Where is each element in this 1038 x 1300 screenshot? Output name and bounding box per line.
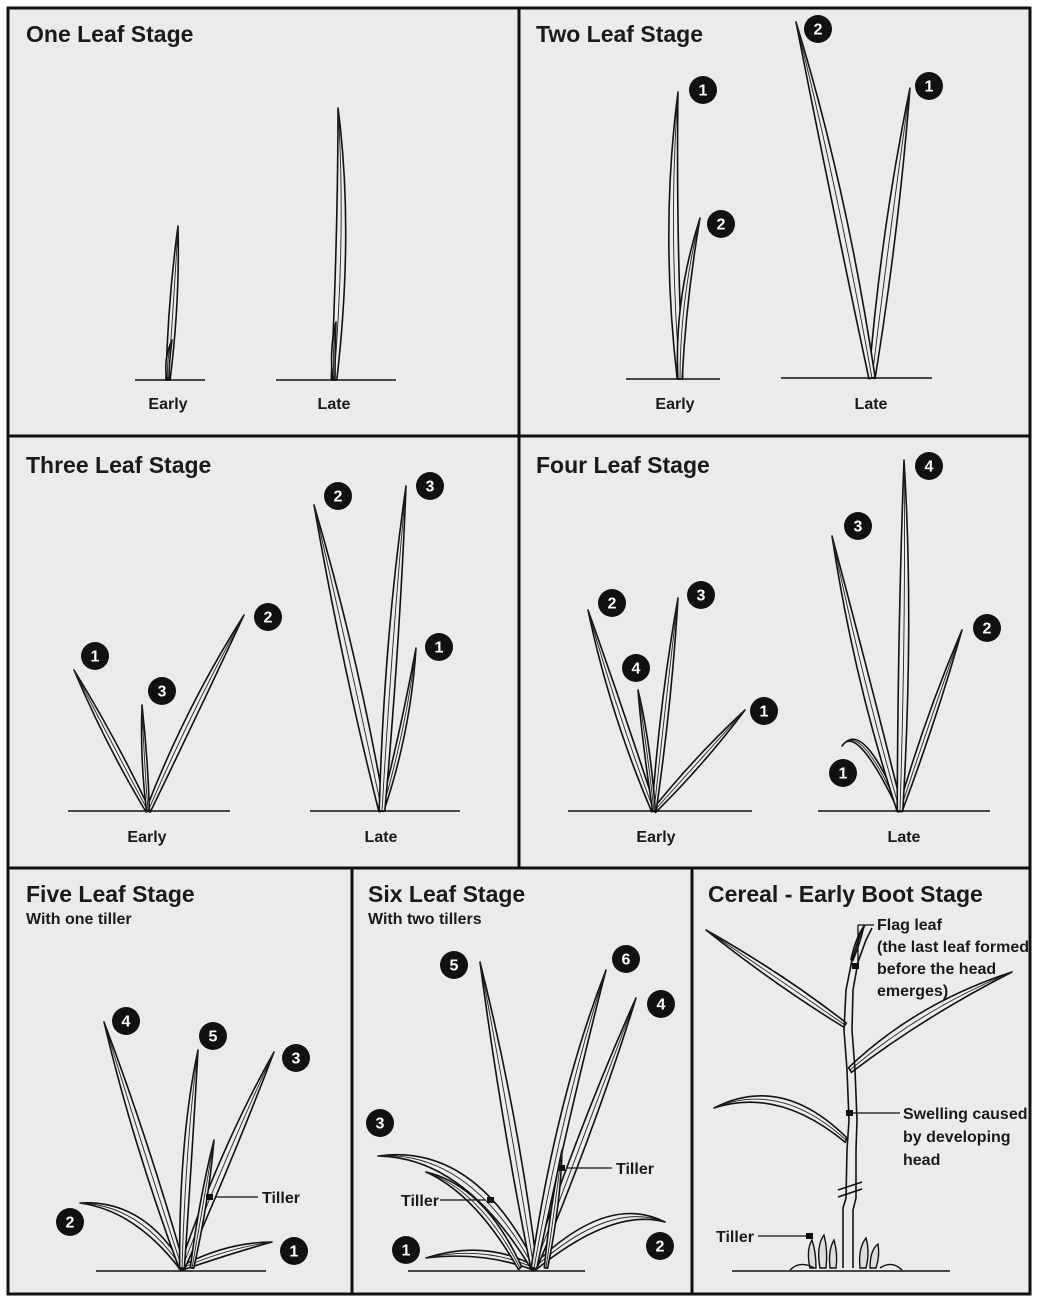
badge-three-early-3-number: 3 (158, 684, 167, 701)
title-boot-stage: Cereal - Early Boot Stage (708, 881, 983, 907)
title-four-leaf: Four Leaf Stage (536, 452, 710, 478)
tiller-label-six-leaf-left: Tiller (401, 1193, 439, 1210)
flag-leaf-note-1: Flag leaf (877, 917, 943, 934)
badge-three-early-1: 1 (81, 642, 109, 670)
badge-six-5-number: 5 (450, 958, 459, 975)
badge-four-late-1-number: 1 (839, 766, 848, 783)
badge-three-late-3: 3 (416, 472, 444, 500)
flag-leaf-note-3: before the head (877, 961, 996, 978)
badge-four-early-4-number: 4 (632, 661, 641, 678)
title-one-leaf: One Leaf Stage (26, 21, 193, 47)
badge-three-late-1-number: 1 (435, 640, 444, 657)
badge-four-early-2-number: 2 (608, 596, 617, 613)
badge-two-late-2: 2 (804, 15, 832, 43)
caption-four-leaf-early: Early (636, 829, 675, 846)
badge-six-4: 4 (647, 990, 675, 1018)
badge-six-4-number: 4 (657, 997, 666, 1014)
badge-three-early-2: 2 (254, 603, 282, 631)
badge-three-late-2: 2 (324, 482, 352, 510)
badge-five-1: 1 (280, 1237, 308, 1265)
badge-five-4: 4 (112, 1007, 140, 1035)
badge-six-5: 5 (440, 951, 468, 979)
badge-four-early-4: 4 (622, 654, 650, 682)
badge-five-2: 2 (56, 1208, 84, 1236)
swelling-note-3: head (903, 1152, 940, 1169)
swelling-note-2: by developing (903, 1129, 1011, 1146)
badge-four-late-2: 2 (973, 614, 1001, 642)
badge-six-1-number: 1 (402, 1243, 411, 1260)
caption-two-leaf-early: Early (655, 396, 694, 413)
badge-two-early-2-number: 2 (717, 217, 726, 234)
badge-four-late-3-number: 3 (854, 519, 863, 536)
swelling-note-1: Swelling caused (903, 1106, 1027, 1123)
caption-three-leaf-late: Late (365, 829, 398, 846)
caption-three-leaf-early: Early (127, 829, 166, 846)
badge-four-early-2: 2 (598, 589, 626, 617)
title-three-leaf: Three Leaf Stage (26, 452, 211, 478)
subtitle-six-leaf: With two tillers (368, 911, 482, 928)
badge-three-early-2-number: 2 (264, 610, 273, 627)
caption-four-leaf-late: Late (888, 829, 921, 846)
badge-two-early-1-number: 1 (699, 83, 708, 100)
tiller-label-boot: Tiller (716, 1229, 754, 1246)
badge-five-3: 3 (282, 1044, 310, 1072)
badge-three-late-2-number: 2 (334, 489, 343, 506)
badge-six-6: 6 (612, 945, 640, 973)
caption-one-leaf-early: Early (148, 396, 187, 413)
panel-six-leaf (352, 868, 692, 1294)
badge-four-early-1-number: 1 (760, 704, 769, 721)
badge-six-3: 3 (366, 1109, 394, 1137)
badge-four-late-1: 1 (829, 759, 857, 787)
badge-six-1: 1 (392, 1236, 420, 1264)
badge-four-late-3: 3 (844, 512, 872, 540)
panel-two-leaf (519, 8, 1030, 436)
badge-six-6-number: 6 (622, 952, 631, 969)
badge-five-4-number: 4 (122, 1014, 131, 1031)
badge-two-early-2: 2 (707, 210, 735, 238)
badge-five-5-number: 5 (209, 1029, 218, 1046)
badge-five-1-number: 1 (290, 1244, 299, 1261)
tiller-label-five-leaf: Tiller (262, 1190, 300, 1207)
badge-two-late-2-number: 2 (814, 22, 823, 39)
badge-six-3-number: 3 (376, 1116, 385, 1133)
tiller-label-six-leaf-right: Tiller (616, 1161, 654, 1178)
badge-three-early-3: 3 (148, 677, 176, 705)
title-two-leaf: Two Leaf Stage (536, 21, 703, 47)
badge-two-late-1: 1 (915, 72, 943, 100)
badge-four-late-2-number: 2 (983, 621, 992, 638)
badge-three-early-1-number: 1 (91, 649, 100, 666)
title-five-leaf: Five Leaf Stage (26, 881, 195, 907)
panel-one-leaf (8, 8, 519, 436)
badge-six-2-number: 2 (656, 1239, 665, 1256)
flag-leaf-note-4: emerges) (877, 983, 948, 1000)
badge-four-early-3-number: 3 (697, 588, 706, 605)
badge-four-late-4: 4 (915, 452, 943, 480)
badge-two-early-1: 1 (689, 76, 717, 104)
title-six-leaf: Six Leaf Stage (368, 881, 525, 907)
badge-four-early-3: 3 (687, 581, 715, 609)
caption-two-leaf-late: Late (855, 396, 888, 413)
badge-two-late-1-number: 1 (925, 79, 934, 96)
subtitle-five-leaf: With one tiller (26, 911, 132, 928)
flag-leaf-note-2: (the last leaf formed (877, 939, 1029, 956)
badge-three-late-1: 1 (425, 633, 453, 661)
badge-three-late-3-number: 3 (426, 479, 435, 496)
badge-five-5: 5 (199, 1022, 227, 1050)
badge-five-3-number: 3 (292, 1051, 301, 1068)
caption-one-leaf-late: Late (318, 396, 351, 413)
badge-five-2-number: 2 (66, 1215, 75, 1232)
badge-six-2: 2 (646, 1232, 674, 1260)
badge-four-early-1: 1 (750, 697, 778, 725)
badge-four-late-4-number: 4 (925, 459, 934, 476)
